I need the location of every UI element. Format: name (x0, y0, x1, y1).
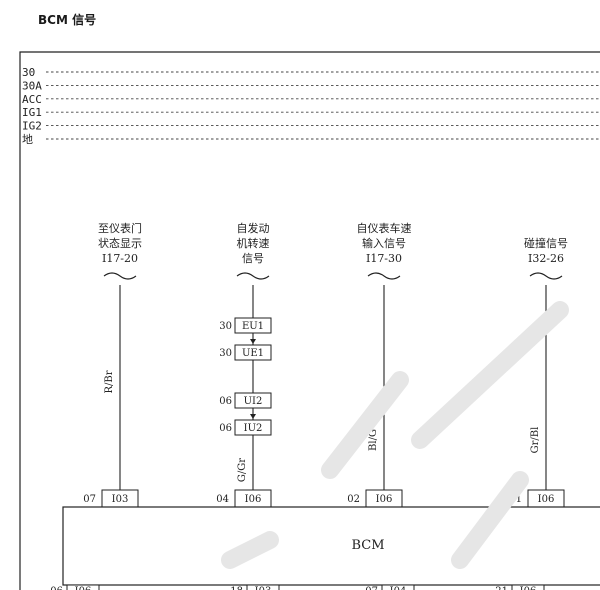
column-label-line: 碰撞信号 (524, 236, 568, 250)
bottom-connector-box (246, 584, 280, 590)
splice-code: UE1 (242, 348, 264, 359)
splice-num: 30 (219, 348, 232, 359)
bottom-pin-number: 18 (230, 586, 243, 590)
rail-label: IG2 (22, 120, 42, 133)
splice-box (234, 419, 272, 436)
splice-box (234, 317, 272, 334)
bottom-connector-code: I04 (390, 586, 407, 590)
signal-columns: 至仪表门状态显示I17-20R/BrI0307自发动机转速信号EU130UE13… (83, 221, 568, 508)
column-label-line: I32-26 (528, 252, 564, 265)
bottom-connector-box (66, 584, 100, 590)
bottom-pins: I06 06 I03 18 I04 07 I06 21 (50, 584, 545, 590)
splice-arrow (250, 339, 256, 344)
splice-code: UI2 (244, 396, 263, 407)
connector-code: I06 (245, 494, 262, 505)
rail-label: IG1 (22, 106, 42, 119)
wire-color-label: Bl/G (368, 429, 379, 451)
bcm-module-label: BCM (351, 538, 384, 553)
bottom-connector-code: I06 (75, 586, 92, 590)
splice-num: 06 (219, 396, 232, 407)
bottom-connector-box (511, 584, 545, 590)
break-mark (103, 272, 137, 280)
pin-number: 07 (83, 494, 96, 505)
bcm-module-box (62, 506, 600, 586)
diagram-frame (19, 51, 600, 590)
rail-label: 30 (22, 66, 35, 79)
column-label-line: 机转速 (237, 236, 270, 250)
connector-code: I06 (538, 494, 555, 505)
column-label-line: 状态显示 (98, 236, 142, 250)
page-title: BCM 信号 (38, 13, 97, 27)
bottom-connector-code: I06 (520, 586, 537, 590)
splice-box (234, 392, 272, 409)
wire-color-label: R/Br (104, 370, 115, 393)
bottom-pin-number: 21 (495, 586, 508, 590)
break-mark (367, 272, 401, 280)
connector-code: I03 (112, 494, 129, 505)
splice-num: 06 (219, 423, 232, 434)
splice-num: 30 (219, 321, 232, 332)
splice-arrow (250, 414, 256, 419)
column-label-line: 信号 (242, 252, 264, 265)
splice-code: EU1 (242, 321, 264, 332)
rail-label: 30A (22, 79, 42, 92)
splice-code: IU2 (244, 423, 263, 434)
pin-number: 02 (347, 494, 360, 505)
splice-box (234, 344, 272, 361)
pin-number: 04 (216, 494, 229, 505)
bottom-pin-number: 07 (365, 586, 378, 590)
wire-color-label: G/Gr (237, 458, 248, 482)
watermark (221, 301, 569, 569)
column-label-line: I17-20 (102, 252, 138, 265)
connector-code: I06 (376, 494, 393, 505)
column-label-line: 输入信号 (362, 236, 406, 250)
bottom-pin-number: 06 (50, 586, 63, 590)
rail-label: 地 (22, 133, 33, 146)
column-label-line: 至仪表门 (98, 221, 142, 235)
break-mark (529, 272, 563, 280)
wire-color-label: Gr/Bl (530, 427, 541, 454)
bottom-connector-code: I03 (255, 586, 272, 590)
break-mark (236, 272, 270, 280)
column-label-line: 自仪表车速 (357, 221, 412, 235)
column-label-line: I17-30 (366, 252, 402, 265)
column-label-line: 自发动 (237, 221, 270, 235)
rail-label: ACC (22, 93, 42, 106)
bottom-connector-box (381, 584, 415, 590)
